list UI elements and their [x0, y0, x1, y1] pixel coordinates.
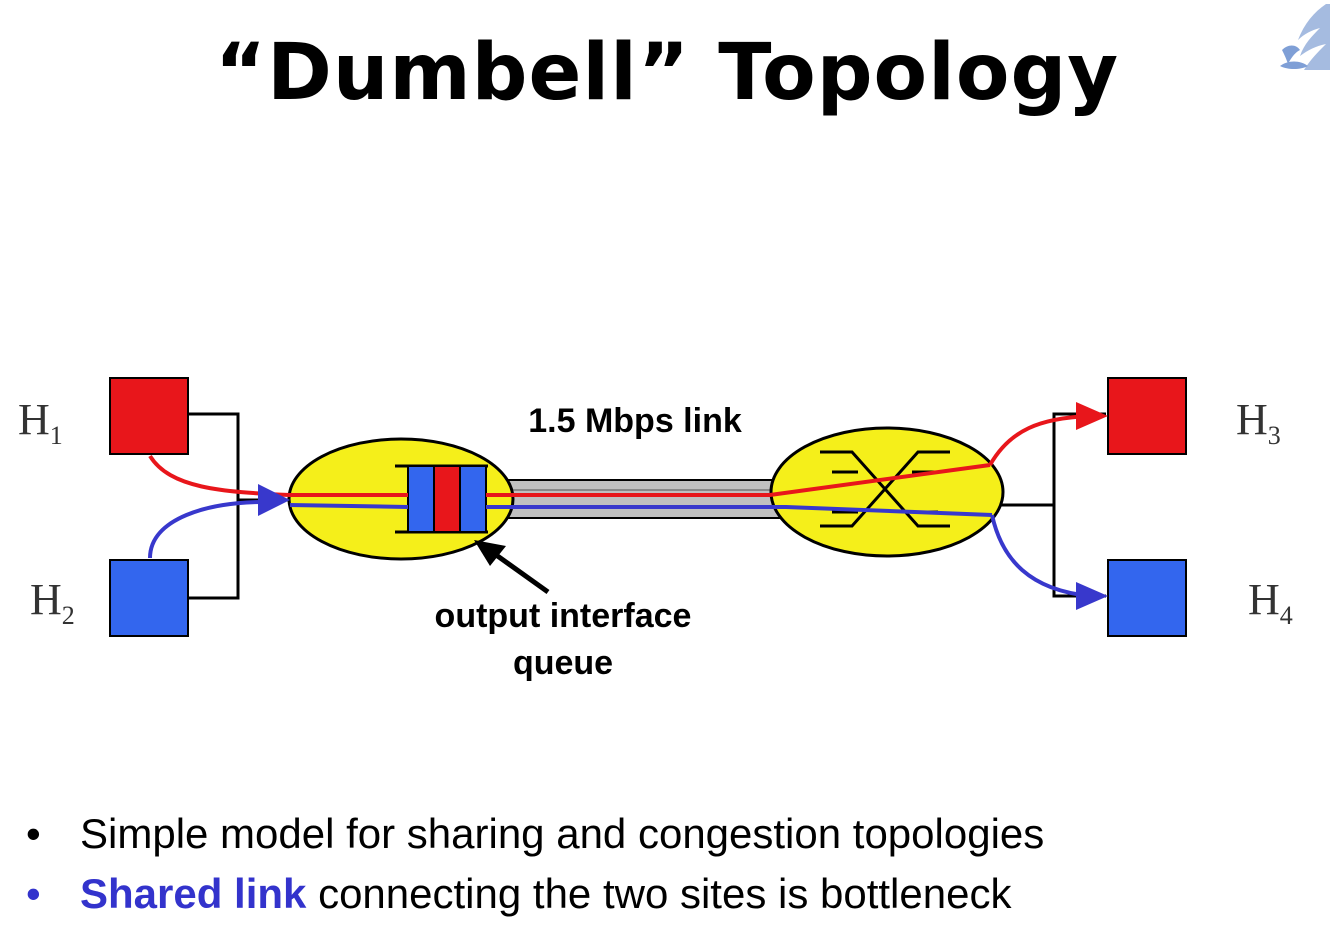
host-h1-label: H1: [18, 395, 63, 450]
host-h4-label: H4: [1248, 575, 1293, 630]
pointer-arrow-icon: [474, 540, 550, 595]
bullet-list: • Simple model for sharing and congestio…: [26, 808, 1044, 928]
host-h3-label: H3: [1236, 395, 1281, 450]
h1-flow-arrowhead: [258, 484, 290, 516]
red-flow: [148, 411, 1091, 497]
bullet-text: connecting the two sites is bottleneck: [306, 870, 1012, 917]
bullet-highlight: Shared link: [80, 870, 307, 917]
h4-flow-arrowhead: [1076, 582, 1108, 610]
bullet-text: Simple model for sharing and congestion …: [80, 810, 1045, 857]
link-label: 1.5 Mbps link: [528, 402, 742, 440]
host-h1-node: [109, 377, 189, 455]
h3-flow-arrowhead: [1076, 402, 1108, 430]
bullet-item: • Simple model for sharing and congestio…: [26, 808, 1044, 868]
right-connector: [1000, 412, 1106, 598]
host-h3-node: [1107, 377, 1187, 455]
slide-title: “Dumbell” Topology: [214, 28, 1120, 118]
queue-label-line1: output interface: [435, 597, 692, 635]
blue-flow: [148, 500, 1091, 598]
host-h2-node: [109, 559, 189, 637]
host-h4-node: [1107, 559, 1187, 637]
shared-link: [485, 479, 787, 519]
host-h2-label: H2: [30, 575, 75, 630]
queue-label-line2: queue: [513, 644, 613, 682]
bullet-marker: •: [26, 810, 41, 857]
output-queue: [395, 464, 488, 534]
bullet-item: • Shared link connecting the two sites i…: [26, 868, 1044, 928]
university-lion-logo-icon: [1280, 4, 1330, 70]
bullet-marker: •: [26, 870, 41, 917]
